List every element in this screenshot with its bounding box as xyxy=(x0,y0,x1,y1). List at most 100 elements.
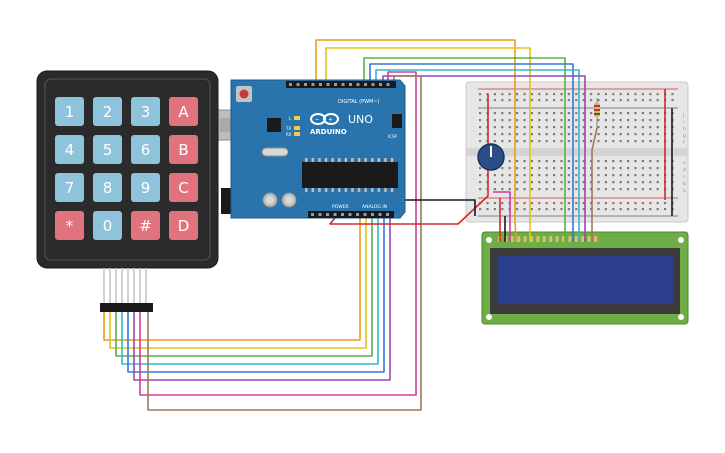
led-l xyxy=(294,116,300,120)
resistor xyxy=(594,98,600,128)
breadboard-hole xyxy=(538,99,541,102)
breadboard-hole xyxy=(501,202,504,205)
keypad-key-face[interactable] xyxy=(169,211,198,240)
lcd-pin xyxy=(574,236,578,242)
breadboard-hole xyxy=(545,140,548,143)
keypad-key-label: # xyxy=(139,217,152,235)
breadboard-hole xyxy=(553,140,556,143)
arduino-brand-label: ARDUINO xyxy=(310,128,347,136)
breadboard-hole xyxy=(641,188,644,191)
keypad-key-face[interactable] xyxy=(55,97,84,126)
breadboard-hole xyxy=(649,202,652,205)
keypad-key-face[interactable] xyxy=(93,173,122,202)
resistor-band xyxy=(594,105,600,107)
keypad-inner-frame xyxy=(44,78,211,261)
keypad-key-face[interactable] xyxy=(93,211,122,240)
breadboard-hole xyxy=(545,133,548,136)
keypad-key-face[interactable] xyxy=(55,173,84,202)
keypad-key-face[interactable] xyxy=(169,135,198,164)
breadboard-hole xyxy=(530,188,533,191)
reset-button-cap[interactable] xyxy=(239,89,249,99)
breadboard-hole xyxy=(560,202,563,205)
breadboard-hole xyxy=(604,202,607,205)
header-pin xyxy=(386,213,389,216)
lcd-pin xyxy=(568,236,572,242)
keypad-key-face[interactable] xyxy=(93,97,122,126)
breadboard-hole xyxy=(523,188,526,191)
keypad-key-#[interactable]: # xyxy=(131,211,160,240)
breadboard-hole xyxy=(641,174,644,177)
breadboard-hole xyxy=(479,126,482,129)
breadboard-hole xyxy=(619,99,622,102)
breadboard-hole xyxy=(649,99,652,102)
breadboard-hole xyxy=(641,202,644,205)
keypad-key-face[interactable] xyxy=(131,211,160,240)
potentiometer[interactable] xyxy=(477,143,505,171)
breadboard-hole xyxy=(493,181,496,184)
breadboard-hole xyxy=(627,160,630,163)
breadboard-hole xyxy=(538,140,541,143)
breadboard-hole xyxy=(582,202,585,205)
chip-pin xyxy=(390,188,394,192)
breadboard-hole xyxy=(582,112,585,115)
breadboard-hole xyxy=(612,93,615,96)
keypad-key-face[interactable] xyxy=(131,135,160,164)
breadboard-hole xyxy=(575,126,578,129)
keypad-key-B[interactable]: B xyxy=(169,135,198,164)
keypad-key-7[interactable]: 7 xyxy=(55,173,84,202)
keypad-key-A[interactable]: A xyxy=(169,97,198,126)
lcd-pin xyxy=(523,236,527,242)
keypad-key-0[interactable]: 0 xyxy=(93,211,122,240)
keypad-key-*[interactable]: * xyxy=(55,211,84,240)
breadboard-hole xyxy=(656,167,659,170)
keypad-key-9[interactable]: 9 xyxy=(131,173,160,202)
keypad-key-2[interactable]: 2 xyxy=(93,97,122,126)
keypad-key-C[interactable]: C xyxy=(169,173,198,202)
icsp-header xyxy=(392,114,402,128)
digital-header-label: DIGITAL (PWM~) xyxy=(338,99,380,105)
breadboard-hole xyxy=(545,160,548,163)
breadboard-hole xyxy=(493,112,496,115)
breadboard-hole xyxy=(597,202,600,205)
breadboard-hole xyxy=(590,140,593,143)
breadboard-hole xyxy=(671,93,674,96)
keypad-key-4[interactable]: 4 xyxy=(55,135,84,164)
breadboard-hole xyxy=(516,174,519,177)
keypad-key-face[interactable] xyxy=(131,97,160,126)
keypad-key-face[interactable] xyxy=(55,135,84,164)
breadboard-hole xyxy=(479,133,482,136)
keypad-key-face[interactable] xyxy=(169,173,198,202)
breadboard-hole xyxy=(597,93,600,96)
chip-pin xyxy=(311,188,315,192)
breadboard-hole xyxy=(553,208,556,211)
breadboard-hole xyxy=(575,93,578,96)
keypad-key-face[interactable] xyxy=(55,211,84,240)
keypad-key-6[interactable]: 6 xyxy=(131,135,160,164)
keypad-key-D[interactable]: D xyxy=(169,211,198,240)
breadboard-hole xyxy=(634,93,637,96)
row-letter: e xyxy=(683,161,686,166)
breadboard-hole xyxy=(627,174,630,177)
keypad-key-8[interactable]: 8 xyxy=(93,173,122,202)
breadboard-hole xyxy=(567,167,570,170)
breadboard-hole xyxy=(590,119,593,122)
breadboard-hole xyxy=(508,174,511,177)
keypad-key-label: D xyxy=(178,217,190,235)
keypad-key-face[interactable] xyxy=(169,97,198,126)
keypad-key-face[interactable] xyxy=(93,135,122,164)
keypad-key-face[interactable] xyxy=(131,173,160,202)
breadboard-hole xyxy=(619,133,622,136)
keypad-key-5[interactable]: 5 xyxy=(93,135,122,164)
breadboard-hole xyxy=(619,126,622,129)
breadboard-hole xyxy=(516,202,519,205)
row-letter: d xyxy=(683,167,686,173)
breadboard-hole xyxy=(597,126,600,129)
breadboard-hole xyxy=(567,140,570,143)
keypad-key-1[interactable]: 1 xyxy=(55,97,84,126)
keypad-ribbon xyxy=(103,268,147,303)
keypad-key-3[interactable]: 3 xyxy=(131,97,160,126)
atmega-chip xyxy=(302,162,398,188)
breadboard-hole xyxy=(560,167,563,170)
header-pin xyxy=(356,83,360,86)
breadboard-hole xyxy=(627,126,630,129)
